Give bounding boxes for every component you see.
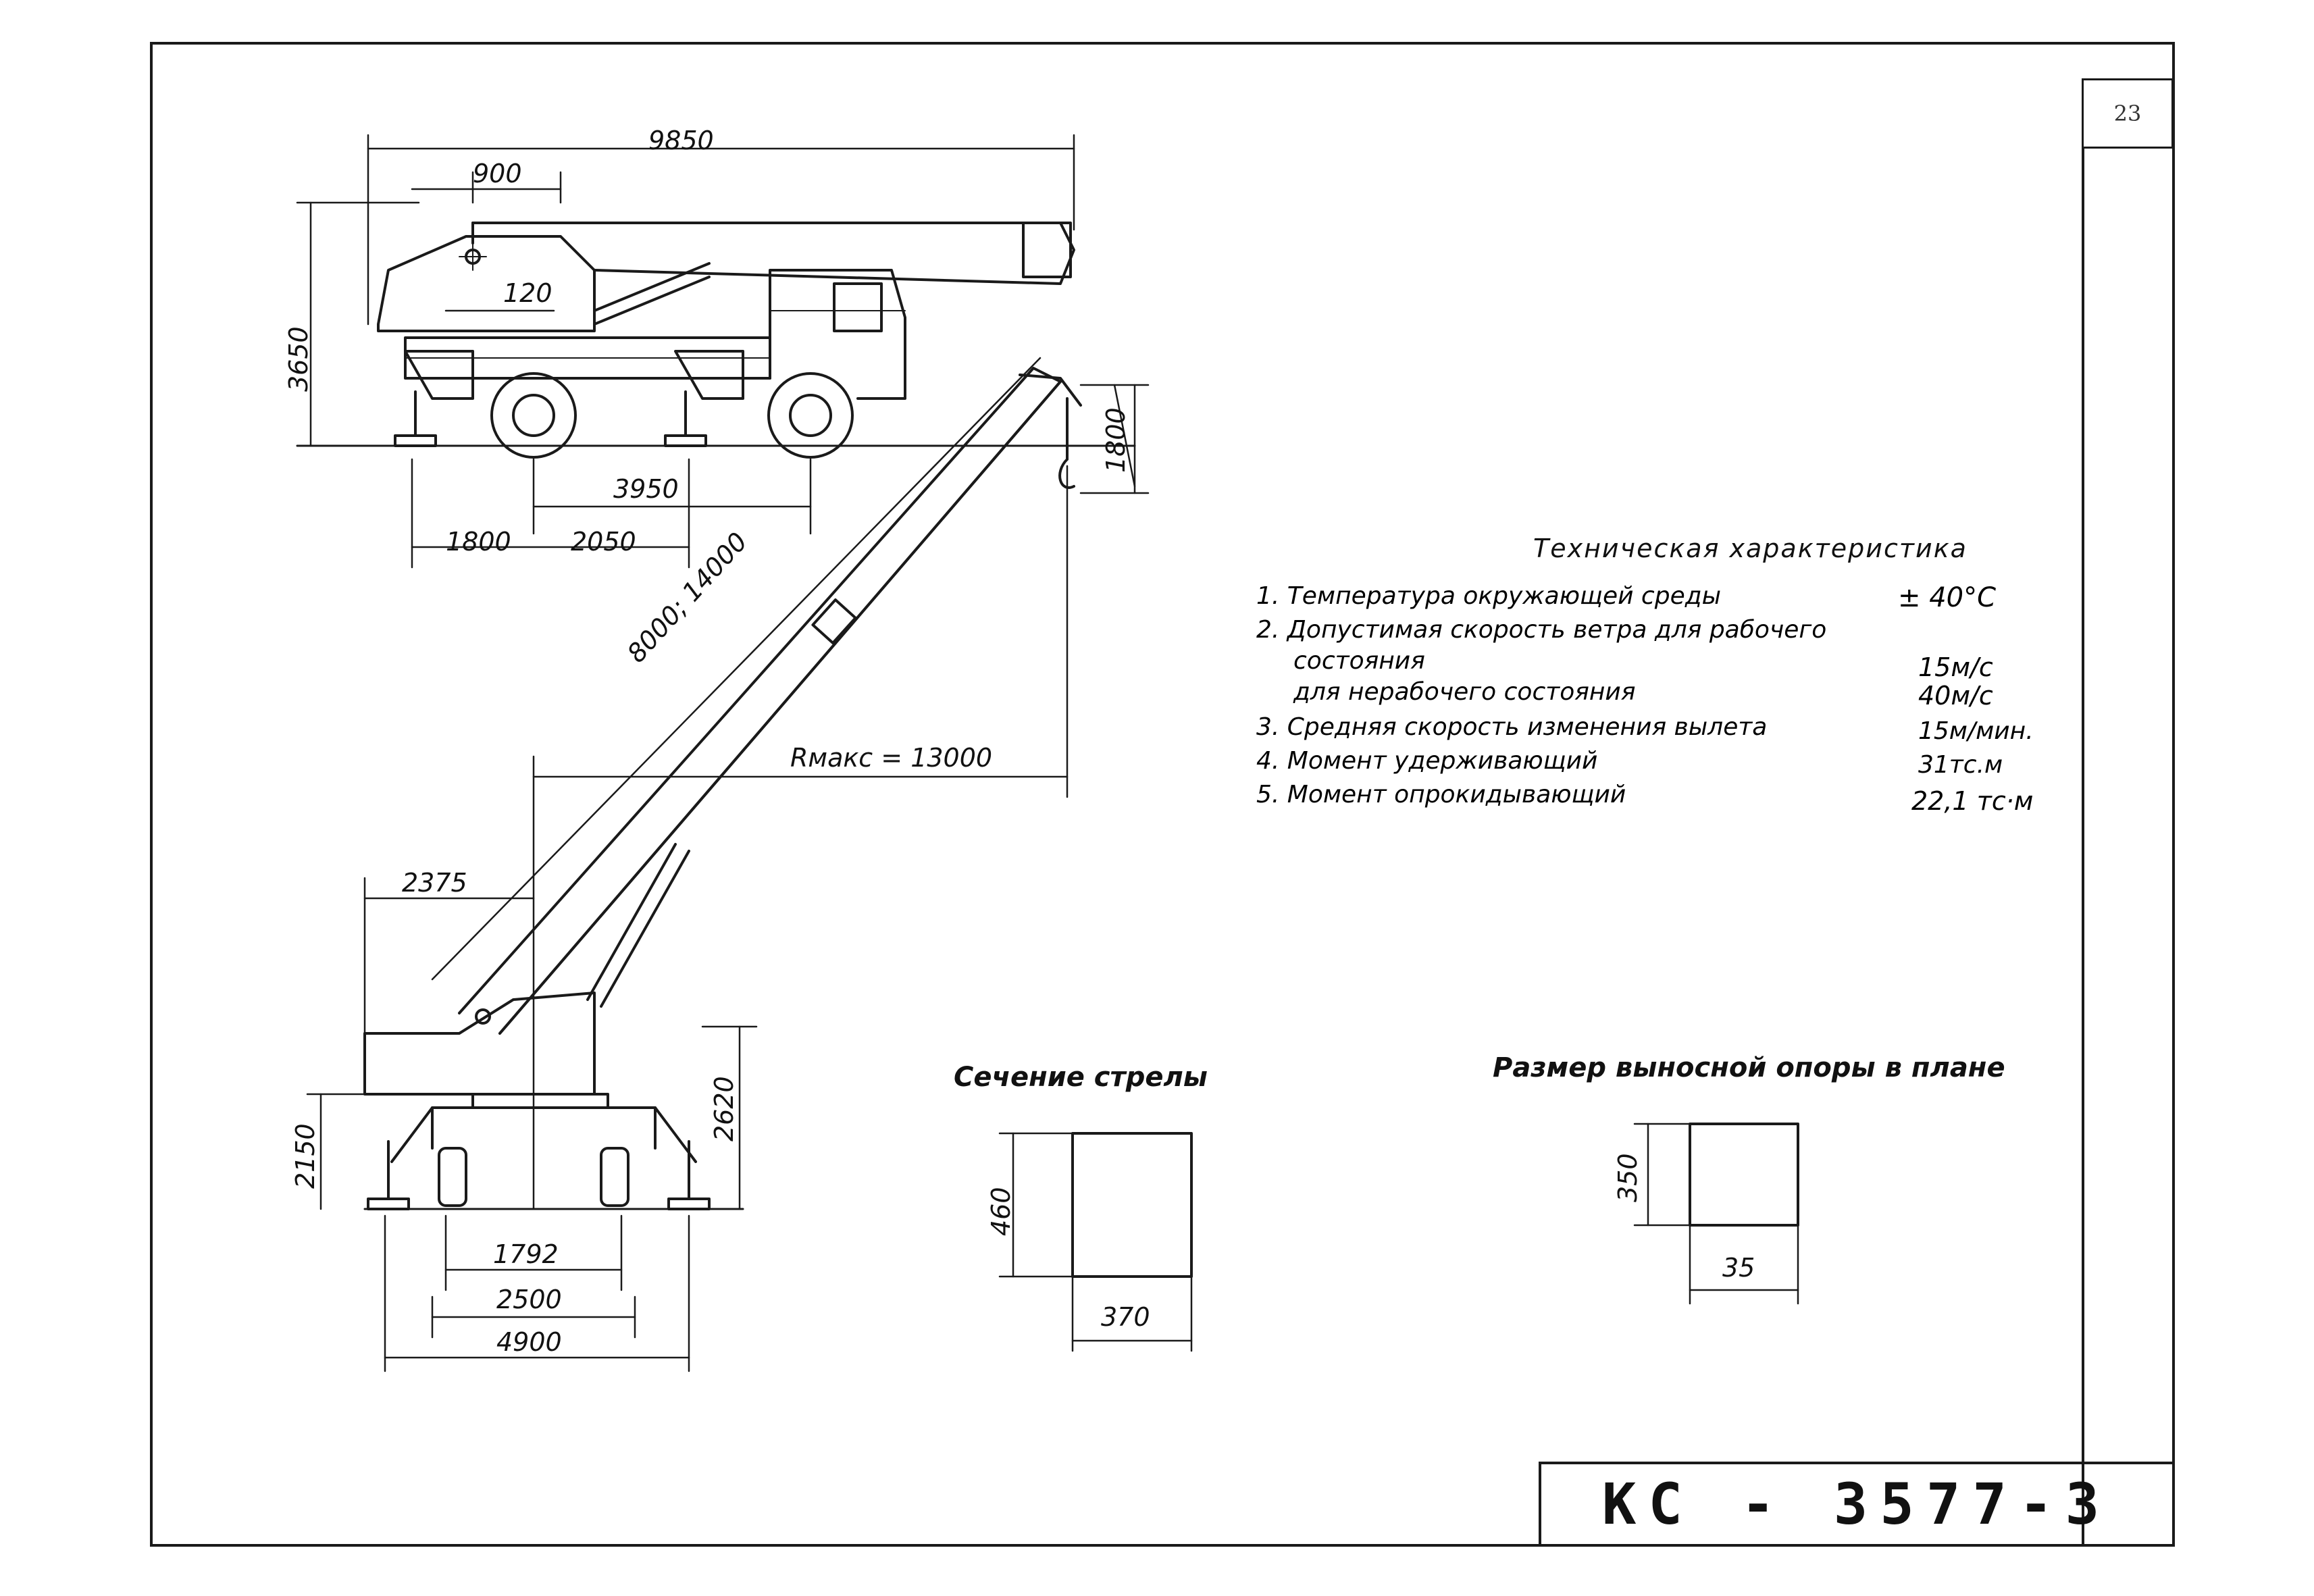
boom-section-width: 370 <box>1101 1302 1150 1332</box>
spec-label: 2. Допустимая скорость ветра для рабочег… <box>1256 616 1827 644</box>
boom-section-height: 460 <box>986 1187 1016 1236</box>
dim-3650: 3650 <box>284 326 313 392</box>
spec-label: для нерабочего состояния <box>1293 678 1636 706</box>
page-number: 23 <box>2082 78 2174 149</box>
dim-1792: 1792 <box>493 1239 559 1269</box>
working-view <box>363 367 1082 1210</box>
boom-section-drawing <box>998 1132 1193 1352</box>
dim-2375: 2375 <box>402 868 467 898</box>
spec-value: 31тс.м <box>1918 751 2003 779</box>
spec-label: состояния <box>1293 647 1425 675</box>
transport-dimensions <box>296 134 1150 569</box>
working-dimensions <box>306 357 1069 1372</box>
dim-hook-1800: 1800 <box>1101 407 1131 473</box>
dim-2620: 2620 <box>709 1076 739 1141</box>
dim-120: 120 <box>503 278 552 308</box>
outrigger-height: 350 <box>1613 1153 1643 1202</box>
spec-value: 22,1 тс·м <box>1911 786 2034 816</box>
drawing-frame <box>150 42 2175 1547</box>
dim-2050: 2050 <box>571 527 636 557</box>
dim-4900: 4900 <box>496 1327 562 1357</box>
outrigger-pad-drawing <box>1633 1123 1799 1305</box>
drawing-title: КС - 3577-3 <box>1539 1462 2175 1547</box>
spec-value: ± 40°C <box>1898 582 1997 613</box>
spec-value: 15м/мин. <box>1918 717 2034 745</box>
spec-label: 1. Температура окружающей среды <box>1256 582 1722 610</box>
dim-900: 900 <box>473 159 522 188</box>
dim-1800-left: 1800 <box>446 527 511 557</box>
dim-overall-length: 9850 <box>648 126 714 155</box>
spec-label: 4. Момент удерживающий <box>1256 747 1598 775</box>
spec-value: 15м/с <box>1918 652 1993 682</box>
dim-2150: 2150 <box>290 1123 320 1189</box>
outrigger-width: 35 <box>1722 1253 1755 1283</box>
dim-r-max: Rмакс = 13000 <box>790 743 993 773</box>
specs-heading: Техническая характеристика <box>1533 534 1968 563</box>
spec-label: 5. Момент опрокидывающий <box>1256 781 1626 808</box>
dim-2500: 2500 <box>496 1285 562 1314</box>
spec-label: 3. Средняя скорость изменения вылета <box>1256 713 1768 741</box>
spec-value: 40м/с <box>1918 681 1993 711</box>
frame-inner-line <box>2082 115 2084 1547</box>
outrigger-label: Размер выносной опоры в плане <box>1493 1052 2005 1083</box>
transport-view <box>296 222 1136 459</box>
boom-section-label: Сечение стрелы <box>954 1062 1208 1093</box>
dim-3950: 3950 <box>613 474 679 504</box>
